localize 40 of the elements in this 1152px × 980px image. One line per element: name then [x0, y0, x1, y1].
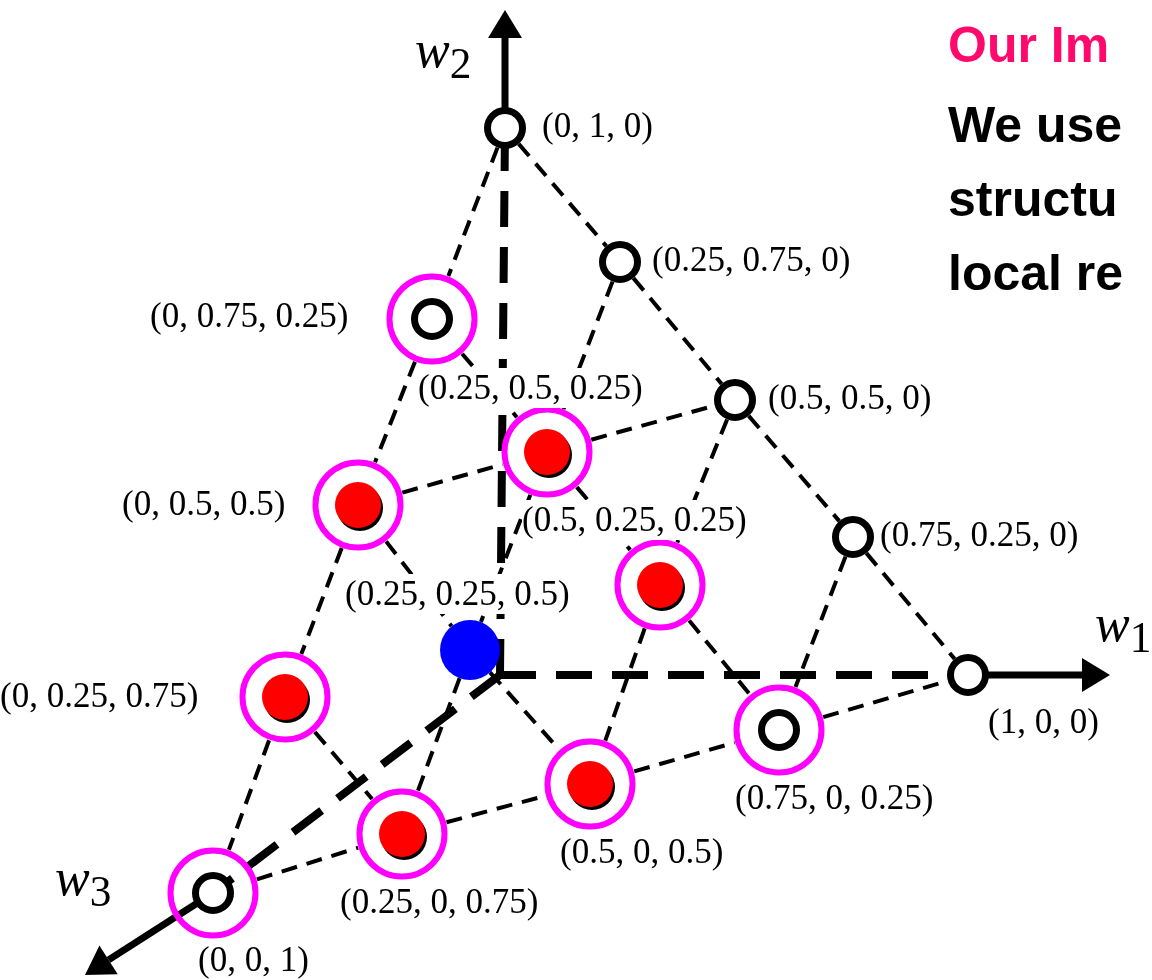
dashed-line [373, 360, 417, 464]
axis-label: w$_{1}$ [1095, 596, 1152, 664]
axis-label: w$_{3}$ [55, 850, 112, 918]
open-circle [599, 241, 641, 283]
open-circle [714, 379, 756, 421]
body-text: We use [948, 96, 1123, 154]
dashed-line [227, 739, 271, 851]
dashed-line [313, 730, 374, 801]
highlighted-filled-dot [544, 738, 636, 830]
coordinate-label: (0.25, 0.5, 0.25) [418, 368, 643, 408]
highlighted-filled-dot [614, 539, 706, 631]
dashed-line [747, 414, 841, 523]
body-text: structu [948, 170, 1118, 228]
dashed-line [416, 677, 462, 792]
highlighted-filled-dot [239, 651, 331, 743]
open-circle [484, 107, 526, 149]
dashed-line [401, 462, 504, 495]
highlighted-open-circle [733, 684, 825, 776]
dashed-line [446, 146, 500, 277]
body-text: local re [948, 244, 1124, 302]
dashed-line [299, 547, 344, 655]
filled-dot [440, 620, 500, 680]
dashed-line [603, 627, 647, 742]
open-circle [832, 516, 874, 558]
dashed-line [256, 845, 359, 882]
dashed-line [793, 555, 848, 688]
coordinate-label: (0.5, 0.25, 0.25) [522, 500, 747, 540]
highlighted-filled-dot [312, 459, 404, 551]
highlighted-filled-dot [356, 788, 448, 880]
highlighted-open-circle [386, 273, 478, 365]
coordinate-label: (0.25, 0.25, 0.5) [345, 574, 570, 614]
dashed-line [633, 740, 736, 774]
dashed-line [517, 142, 608, 248]
axis-label: w$_{2}$ [415, 22, 472, 90]
heading: Our Im [948, 16, 1110, 74]
open-circle [947, 654, 989, 696]
dashed-line [864, 551, 957, 661]
highlighted-open-circle [167, 847, 259, 939]
dashed-line [631, 276, 724, 386]
dashed-line [687, 619, 752, 696]
